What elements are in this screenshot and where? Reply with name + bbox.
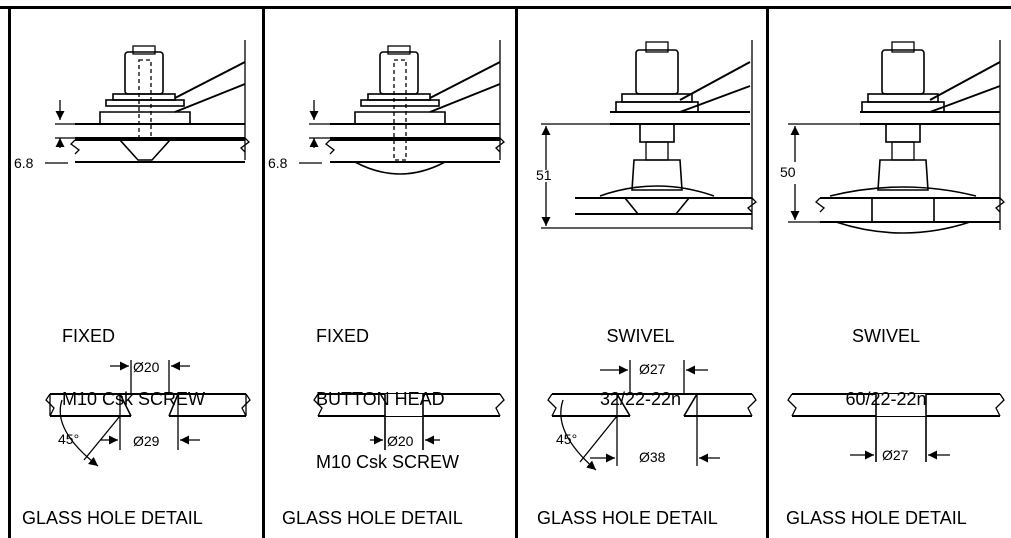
hole-detail-2	[313, 393, 505, 450]
height-dimension: 6.8	[14, 155, 34, 171]
hole-detail-1	[45, 360, 251, 467]
panel-title: FIXED M10 Csk SCREW	[62, 326, 206, 409]
height-dimension: 50	[780, 164, 796, 180]
hole-detail-3	[547, 360, 757, 471]
top-diameter-label: Ø27	[639, 361, 666, 377]
angle-label: 45°	[556, 431, 578, 447]
panel-divider	[766, 8, 769, 538]
panel-fixed-button-head: 6.8 FIXED BUTTON HEAD M10 Csk SCREW Ø20 …	[262, 0, 515, 538]
panel-divider	[515, 8, 518, 538]
panel-fixed-csk: 6.8 FIXED M10 Csk SCREW Ø20 Ø29 45° GLAS…	[0, 0, 262, 538]
panel-divider	[262, 8, 265, 538]
footer-label: GLASS HOLE DETAIL	[537, 508, 718, 528]
footer-label: GLASS HOLE DETAIL	[282, 508, 463, 528]
panel-swivel-32: 51 SWIVEL 32/22-22n Ø27 Ø38 45° GLASS HO…	[515, 0, 766, 538]
bottom-diameter-label: Ø29	[133, 433, 160, 449]
fixing-drawing-2	[299, 40, 505, 175]
hole-detail-4	[787, 393, 1005, 462]
panel-title: FIXED BUTTON HEAD M10 Csk SCREW	[316, 326, 460, 472]
panel-divider	[8, 8, 11, 538]
footer-label: GLASS HOLE DETAIL	[786, 508, 967, 528]
angle-label: 45°	[58, 431, 80, 447]
bottom-diameter-label: Ø27	[882, 447, 909, 463]
footer-label: GLASS HOLE DETAIL	[22, 508, 203, 528]
fixing-drawing-3	[541, 40, 757, 230]
fixing-drawing-4	[788, 40, 1005, 234]
bottom-diameter-label: Ø38	[639, 449, 666, 465]
top-diameter-label: Ø20	[133, 359, 160, 375]
panel-title: SWIVEL 60/22-22n	[845, 326, 927, 409]
panel-swivel-60: 50 SWIVEL 60/22-22n Ø27 GLASS HOLE DETAI…	[766, 0, 1011, 538]
top-border	[0, 6, 1011, 9]
fixing-drawing-1	[45, 40, 250, 164]
panel-title: SWIVEL 32/22-22n	[599, 326, 682, 409]
height-dimension: 6.8	[268, 155, 288, 171]
bottom-diameter-label: Ø20	[387, 433, 414, 449]
height-dimension: 51	[536, 167, 552, 183]
